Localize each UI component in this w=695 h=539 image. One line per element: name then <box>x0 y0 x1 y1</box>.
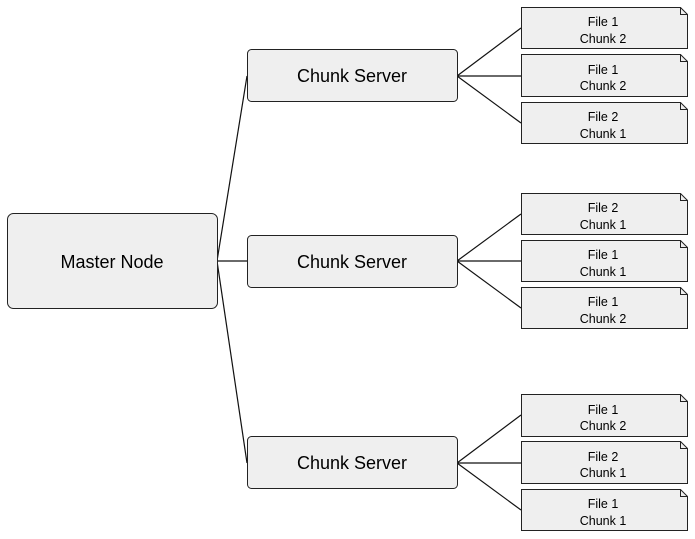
chunk-doc-chunk: Chunk 1 <box>580 218 627 232</box>
chunk-server-3: Chunk Server <box>247 436 458 489</box>
chunk-doc-file: File 1 <box>588 497 619 511</box>
chunk-doc: File 1 Chunk 1 <box>521 489 688 531</box>
chunk-server-label: Chunk Server <box>297 252 407 272</box>
chunk-doc-chunk: Chunk 1 <box>580 127 627 141</box>
chunk-doc-chunk: Chunk 2 <box>580 32 627 46</box>
edge-master-server-3 <box>216 260 248 464</box>
chunk-doc-file: File 2 <box>588 201 619 215</box>
chunk-doc: File 1 Chunk 1 <box>521 240 688 282</box>
doc-fold-marks <box>680 7 688 497</box>
chunk-doc-chunk: Chunk 1 <box>580 265 627 279</box>
chunk-doc-file: File 1 <box>588 403 619 417</box>
chunk-doc-chunk: Chunk 2 <box>580 419 627 433</box>
chunk-doc-chunk: Chunk 1 <box>580 514 627 528</box>
edge-server-1-chunk-3 <box>456 75 522 124</box>
chunk-doc-file: File 1 <box>588 63 619 77</box>
edge-server-1-chunk-1 <box>456 27 522 77</box>
chunk-doc-file: File 1 <box>588 248 619 262</box>
chunk-doc-file: File 2 <box>588 450 619 464</box>
edge-server-2-chunk-3 <box>456 260 522 309</box>
chunk-doc-file: File 2 <box>588 110 619 124</box>
edge-server-3-chunk-1 <box>456 414 522 464</box>
chunk-server-1: Chunk Server <box>247 49 458 102</box>
master-node-label: Master Node <box>60 252 163 272</box>
chunk-doc: File 1 Chunk 2 <box>521 394 688 437</box>
chunk-doc: File 1 Chunk 2 <box>521 54 688 97</box>
chunk-doc-chunk: Chunk 2 <box>580 312 627 326</box>
chunk-doc: File 2 Chunk 1 <box>521 102 688 144</box>
chunk-server-label: Chunk Server <box>297 66 407 86</box>
chunk-doc: File 2 Chunk 1 <box>521 193 688 235</box>
chunk-doc-chunk: Chunk 1 <box>580 466 627 480</box>
master-to-server-edges <box>216 75 248 464</box>
chunk-doc-file: File 1 <box>588 15 619 29</box>
edge-server-3-chunk-3 <box>456 462 522 511</box>
server-to-chunk-edges <box>456 27 522 511</box>
chunk-server-2: Chunk Server <box>247 235 458 288</box>
chunk-doc: File 2 Chunk 1 <box>521 441 688 484</box>
edge-server-2-chunk-1 <box>456 213 522 262</box>
chunk-doc-chunk: Chunk 2 <box>580 79 627 93</box>
chunk-doc: File 1 Chunk 2 <box>521 287 688 329</box>
edge-master-server-1 <box>216 75 248 262</box>
chunk-server-label: Chunk Server <box>297 453 407 473</box>
chunk-doc: File 1 Chunk 2 <box>521 7 688 49</box>
master-node: Master Node <box>7 213 218 309</box>
chunk-doc-file: File 1 <box>588 295 619 309</box>
